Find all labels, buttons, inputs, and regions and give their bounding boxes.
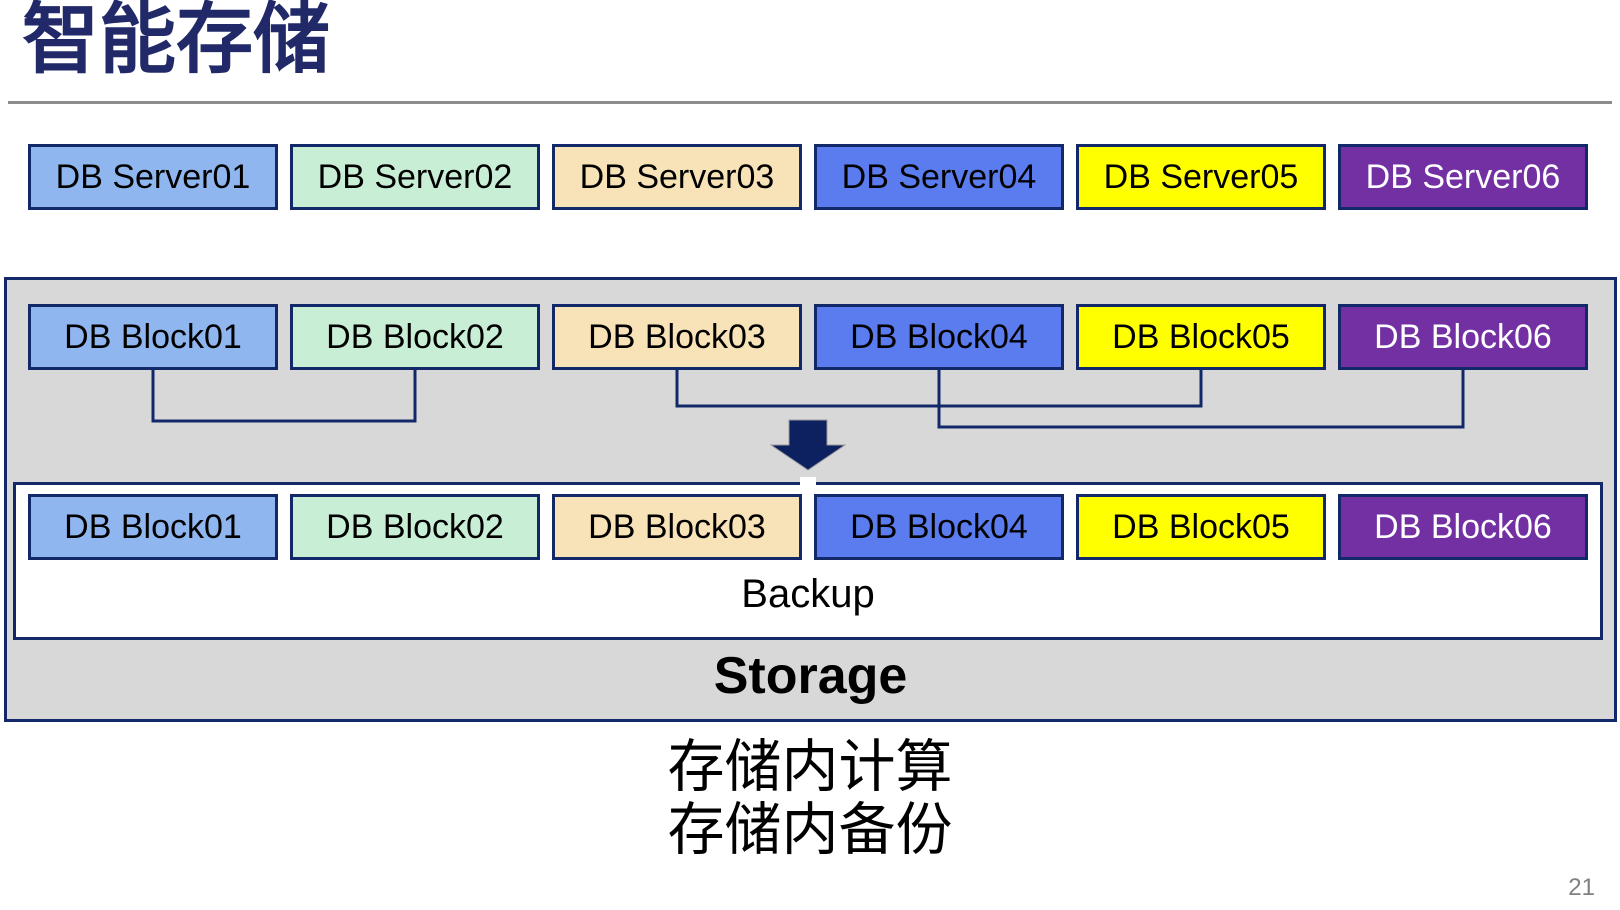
block-bottom-03: DB Block03 [552,494,802,560]
caption-line-1: 存储内计算 [667,735,953,799]
block-top-02: DB Block02 [290,304,540,370]
block-bottom-04: DB Block04 [814,494,1064,560]
server-box-02: DB Server02 [290,144,540,210]
block-bottom-05: DB Block05 [1076,494,1326,560]
server-box-05: DB Server05 [1076,144,1326,210]
page-number: 21 [1568,874,1595,901]
title-rule [8,101,1612,104]
panel-border-notch [800,477,816,488]
page-title: 智能存储 [22,0,330,83]
server-box-04: DB Server04 [814,144,1064,210]
block-top-06: DB Block06 [1338,304,1588,370]
server-box-06: DB Server06 [1338,144,1588,210]
block-bottom-01: DB Block01 [28,494,278,560]
block-bottom-02: DB Block02 [290,494,540,560]
server-box-03: DB Server03 [552,144,802,210]
block-top-03: DB Block03 [552,304,802,370]
block-bottom-06: DB Block06 [1338,494,1588,560]
backup-label: Backup [741,572,875,616]
block-top-05: DB Block05 [1076,304,1326,370]
server-box-01: DB Server01 [28,144,278,210]
block-top-04: DB Block04 [814,304,1064,370]
caption-line-2: 存储内备份 [667,798,953,862]
storage-label: Storage [713,647,908,705]
block-top-01: DB Block01 [28,304,278,370]
